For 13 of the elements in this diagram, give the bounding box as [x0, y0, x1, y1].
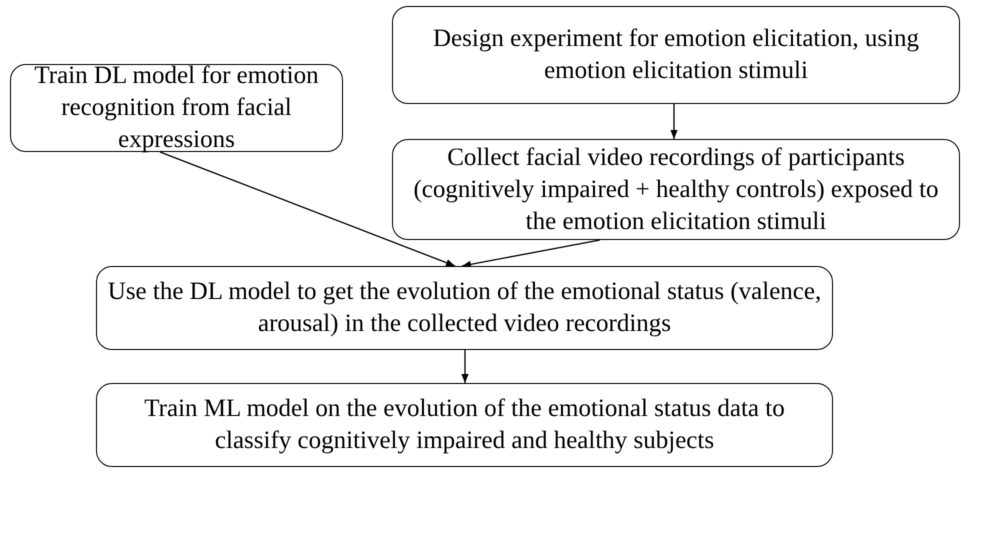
arrow: [160, 151, 456, 267]
arrow: [670, 104, 678, 139]
box-text: Collect facial video recordings of participants (cognitively impaired + healthy controls) exposed to the emotion elicitation stimuli: [412, 142, 940, 236]
arrow: [461, 350, 469, 383]
box-text: Train ML model on the evolution of the emotional status data to classify cognitively impaired and healthy subjects: [143, 394, 786, 456]
process-box: [10, 64, 343, 152]
box-text: Use the DL model to get the evolution of the emotional status (valence, arousal) in the collected video recordings: [106, 277, 822, 339]
box-text: Design experiment for emotion elicitation, using emotion elicitation stimuli: [432, 24, 920, 86]
process-box: [392, 6, 960, 104]
process-box: [96, 383, 833, 467]
box-text: Train DL model for emotion recognition from facial expressions: [33, 61, 320, 155]
arrow: [462, 239, 600, 268]
process-box: [96, 266, 833, 350]
